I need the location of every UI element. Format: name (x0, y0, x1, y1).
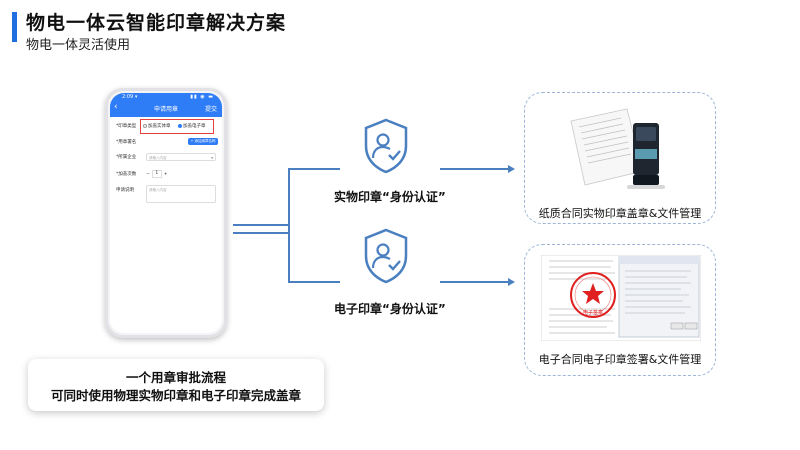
electronic-document-illustration (541, 255, 701, 341)
paper-contract-card: 纸质合同实物印章盖章&文件管理 (524, 92, 716, 224)
arrow-right-icon (508, 165, 515, 173)
connector-to-paper (440, 168, 510, 170)
radio-electronic-label: 加盖电子章 (183, 124, 206, 129)
connector-to-electronic (440, 281, 510, 283)
connector-vertical (288, 168, 290, 282)
chevron-down-icon: ▾ (211, 156, 213, 160)
connector-bottom-branch (288, 281, 340, 283)
shield-user-check-icon (364, 228, 408, 284)
radio-dot-checked-icon (178, 124, 182, 128)
company-select[interactable]: 请输入内容 ▾ (146, 153, 216, 161)
company-label: *所属企业 (116, 155, 137, 160)
app-title: 申请用章 (153, 106, 178, 113)
submit-button[interactable]: 提交 (204, 106, 217, 113)
connector-top-branch (288, 168, 340, 170)
count-value[interactable]: 1 (151, 170, 162, 178)
shield-user-check-icon (364, 118, 408, 174)
arrow-right-icon (508, 278, 515, 286)
count-plus-button[interactable]: + (163, 171, 168, 177)
app-bar: 2:09 ▾ ▮▮ ◉ ▬ ‹ 申请用章 提交 (110, 93, 222, 117)
connector-main (233, 224, 289, 226)
phone-mockup: 2:09 ▾ ▮▮ ◉ ▬ ‹ 申请用章 提交 *印章类型 加盖实体章 加盖电子… (105, 88, 227, 338)
radio-dot-icon (143, 124, 147, 128)
count-minus-button[interactable]: − (146, 171, 150, 177)
summary-line-1: 一个用章审批流程 (125, 370, 226, 385)
page-subtitle: 物电一体灵活使用 (26, 38, 131, 53)
title-accent-bar (12, 12, 17, 42)
seal-type-highlight (140, 119, 214, 134)
count-stepper: − 1 + (146, 170, 168, 178)
back-icon[interactable]: ‹ (114, 102, 118, 112)
connector-main-2 (233, 232, 289, 234)
physical-auth-label: 实物印章“身份认证” (334, 190, 446, 204)
stamp-label: 电子签章 (583, 310, 604, 316)
radio-physical-seal[interactable]: 加盖实体章 (143, 123, 171, 129)
electronic-contract-caption: 电子合同电子印章签署&文件管理 (538, 353, 702, 366)
radio-physical-label: 加盖实体章 (148, 124, 171, 129)
remark-textarea[interactable]: 请输入内容 (146, 185, 216, 203)
status-time: 2:09 ▾ (122, 94, 138, 100)
radio-electronic-seal[interactable]: 加盖电子章 (178, 123, 206, 129)
page-title: 物电一体云智能印章解决方案 (26, 12, 287, 34)
physical-seal-device-illustration (570, 108, 665, 189)
summary-card: 一个用章审批流程 可同时使用物理实物印章和电子印章完成盖章 (28, 359, 324, 411)
company-placeholder: 请输入内容 (149, 156, 167, 160)
summary-line-2: 可同时使用物理实物印章和电子印章完成盖章 (50, 388, 301, 403)
electronic-contract-card: 电子签章 电子合同电子印章签署&文件管理 (524, 244, 716, 376)
status-icons: ▮▮ ◉ ▬ (190, 94, 214, 100)
phone-screen: 2:09 ▾ ▮▮ ◉ ▬ ‹ 申请用章 提交 *印章类型 加盖实体章 加盖电子… (110, 93, 222, 333)
electronic-auth-label: 电子印章“身份认证” (334, 302, 446, 316)
remark-label: 申请说明 (116, 188, 134, 193)
add-seal-name-button[interactable]: + 添加用章名称 (188, 138, 218, 145)
remark-placeholder: 请输入内容 (149, 188, 167, 192)
paper-contract-caption: 纸质合同实物印章盖章&文件管理 (538, 207, 702, 220)
seal-name-label: *用章署名 (116, 140, 137, 145)
count-label: *加盖次数 (116, 172, 137, 177)
seal-type-label: *印章类型 (116, 124, 137, 129)
